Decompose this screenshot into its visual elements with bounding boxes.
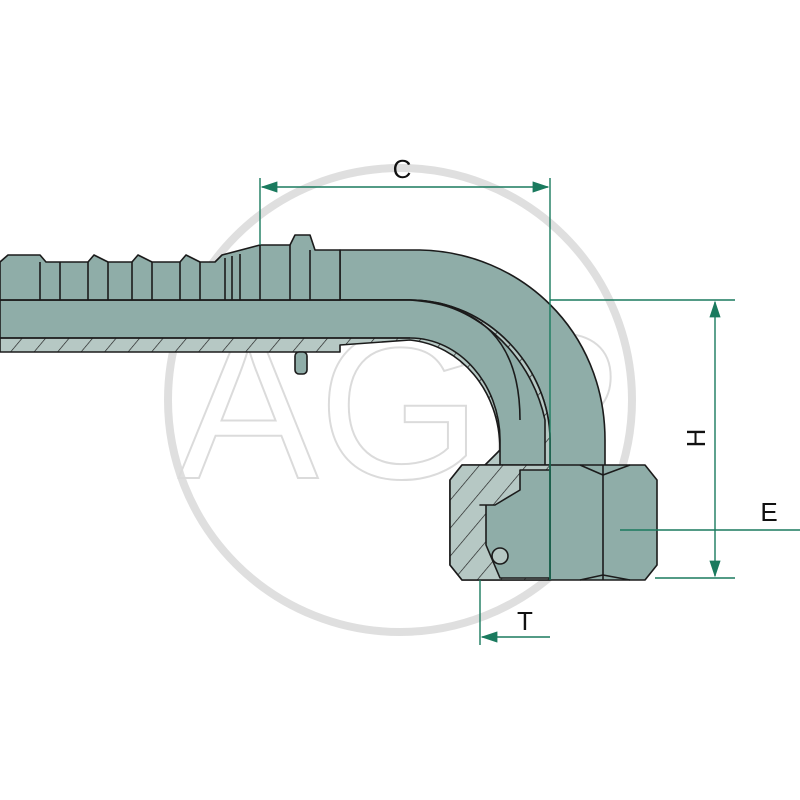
dimension-c-label: C — [393, 154, 412, 184]
dimension-h-label: H — [681, 429, 711, 448]
dimension-e-label: E — [760, 497, 777, 527]
fitting-body — [0, 234, 658, 581]
dimension-t-label: T — [517, 606, 533, 636]
dimension-lines — [259, 178, 800, 645]
